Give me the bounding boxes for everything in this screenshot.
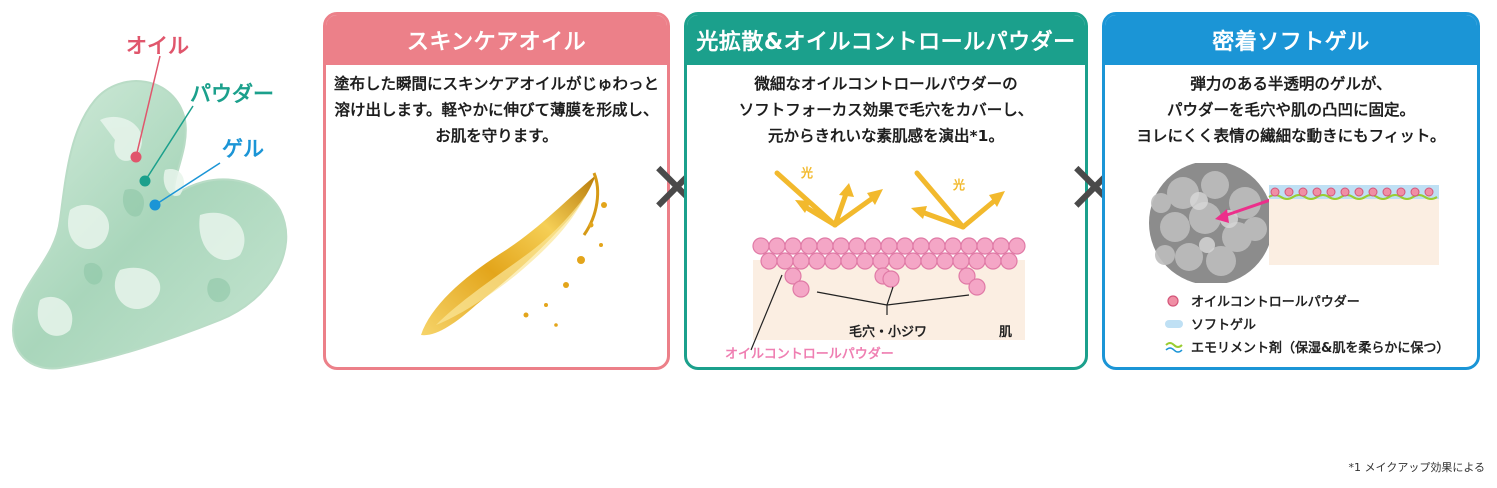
legend-item-emollient: エモリメント剤（保湿&肌を柔らかに保つ） bbox=[1165, 337, 1449, 356]
description-line: ソフトフォーカス効果で毛穴をカバーし、 bbox=[738, 101, 1034, 119]
oil-splash-illustration bbox=[421, 172, 607, 336]
legend-item-soft-gel: ソフトゲル bbox=[1165, 314, 1256, 333]
card-title-skincare-oil: スキンケアオイル bbox=[326, 15, 667, 65]
skin-label: 肌 bbox=[999, 325, 1012, 340]
card-soft-gel: 密着ソフトゲル 弾力のある半透明のゲルが、 パウダーを毛穴や肌の凸凹に固定。 ヨ… bbox=[1102, 12, 1480, 370]
card-description-skincare-oil: 塗布した瞬間にスキンケアオイルがじゅわっと 溶け出します。軽やかに伸びて薄膜を形… bbox=[326, 71, 667, 149]
card-description-powder: 微細なオイルコントロールパウダーの ソフトフォーカス効果で毛穴をカバーし、 元か… bbox=[687, 71, 1085, 149]
card-title-powder: 光拡散&オイルコントロールパウダー bbox=[687, 15, 1085, 65]
description-line: 弾力のある半透明のゲルが、 bbox=[1190, 75, 1392, 93]
callout-oil: オイル bbox=[126, 34, 189, 58]
legend-item-powder: オイルコントロールパウダー bbox=[1165, 291, 1360, 310]
card-title-soft-gel: 密着ソフトゲル bbox=[1105, 15, 1477, 65]
powder-label: オイルコントロールパウダー bbox=[725, 346, 894, 362]
legend-label: オイルコントロールパウダー bbox=[1191, 295, 1360, 310]
legend-label: エモリメント剤（保湿&肌を柔らかに保つ） bbox=[1191, 341, 1450, 356]
product-swatch-illustration bbox=[12, 55, 288, 370]
legend-label: ソフトゲル bbox=[1191, 318, 1257, 333]
description-line: 溶け出します。軽やかに伸びて薄膜を形成し、 bbox=[334, 101, 659, 119]
pink-dot-icon bbox=[1167, 294, 1179, 307]
description-line: パウダーを毛穴や肌の凸凹に固定。 bbox=[1166, 101, 1415, 119]
light-label-left: 光 bbox=[800, 165, 813, 180]
description-line: ヨレにくく表情の繊細な動きにもフィット。 bbox=[1136, 127, 1446, 145]
powder-diagram: 光 光 毛穴・小ジワ 肌 オイルコントロールパウダー bbox=[725, 165, 1026, 362]
callout-gel: ゲル bbox=[222, 137, 264, 161]
footnote: *1 メイクアップ効果による bbox=[1348, 461, 1485, 474]
description-line: 元からきれいな素肌感を演出*1。 bbox=[768, 127, 1004, 145]
description-line: 微細なオイルコントロールパウダーの bbox=[754, 75, 1018, 93]
card-skincare-oil: スキンケアオイル 塗布した瞬間にスキンケアオイルがじゅわっと 溶け出します。軽や… bbox=[323, 12, 670, 370]
wave-icon bbox=[1165, 341, 1183, 353]
gel-diagram bbox=[1149, 163, 1439, 283]
callout-powder: パウダー bbox=[190, 82, 274, 106]
description-line: 塗布した瞬間にスキンケアオイルがじゅわっと bbox=[333, 75, 660, 93]
card-description-soft-gel: 弾力のある半透明のゲルが、 パウダーを毛穴や肌の凸凹に固定。 ヨレにくく表情の繊… bbox=[1105, 71, 1477, 149]
description-line: お肌を守ります。 bbox=[435, 127, 558, 145]
card-light-diffusion-powder: 光拡散&オイルコントロールパウダー 微細なオイルコントロールパウダーの ソフトフ… bbox=[684, 12, 1088, 370]
blue-pill-icon bbox=[1165, 319, 1183, 328]
light-label-right: 光 bbox=[952, 177, 965, 192]
pores-label: 毛穴・小ジワ bbox=[849, 324, 927, 340]
